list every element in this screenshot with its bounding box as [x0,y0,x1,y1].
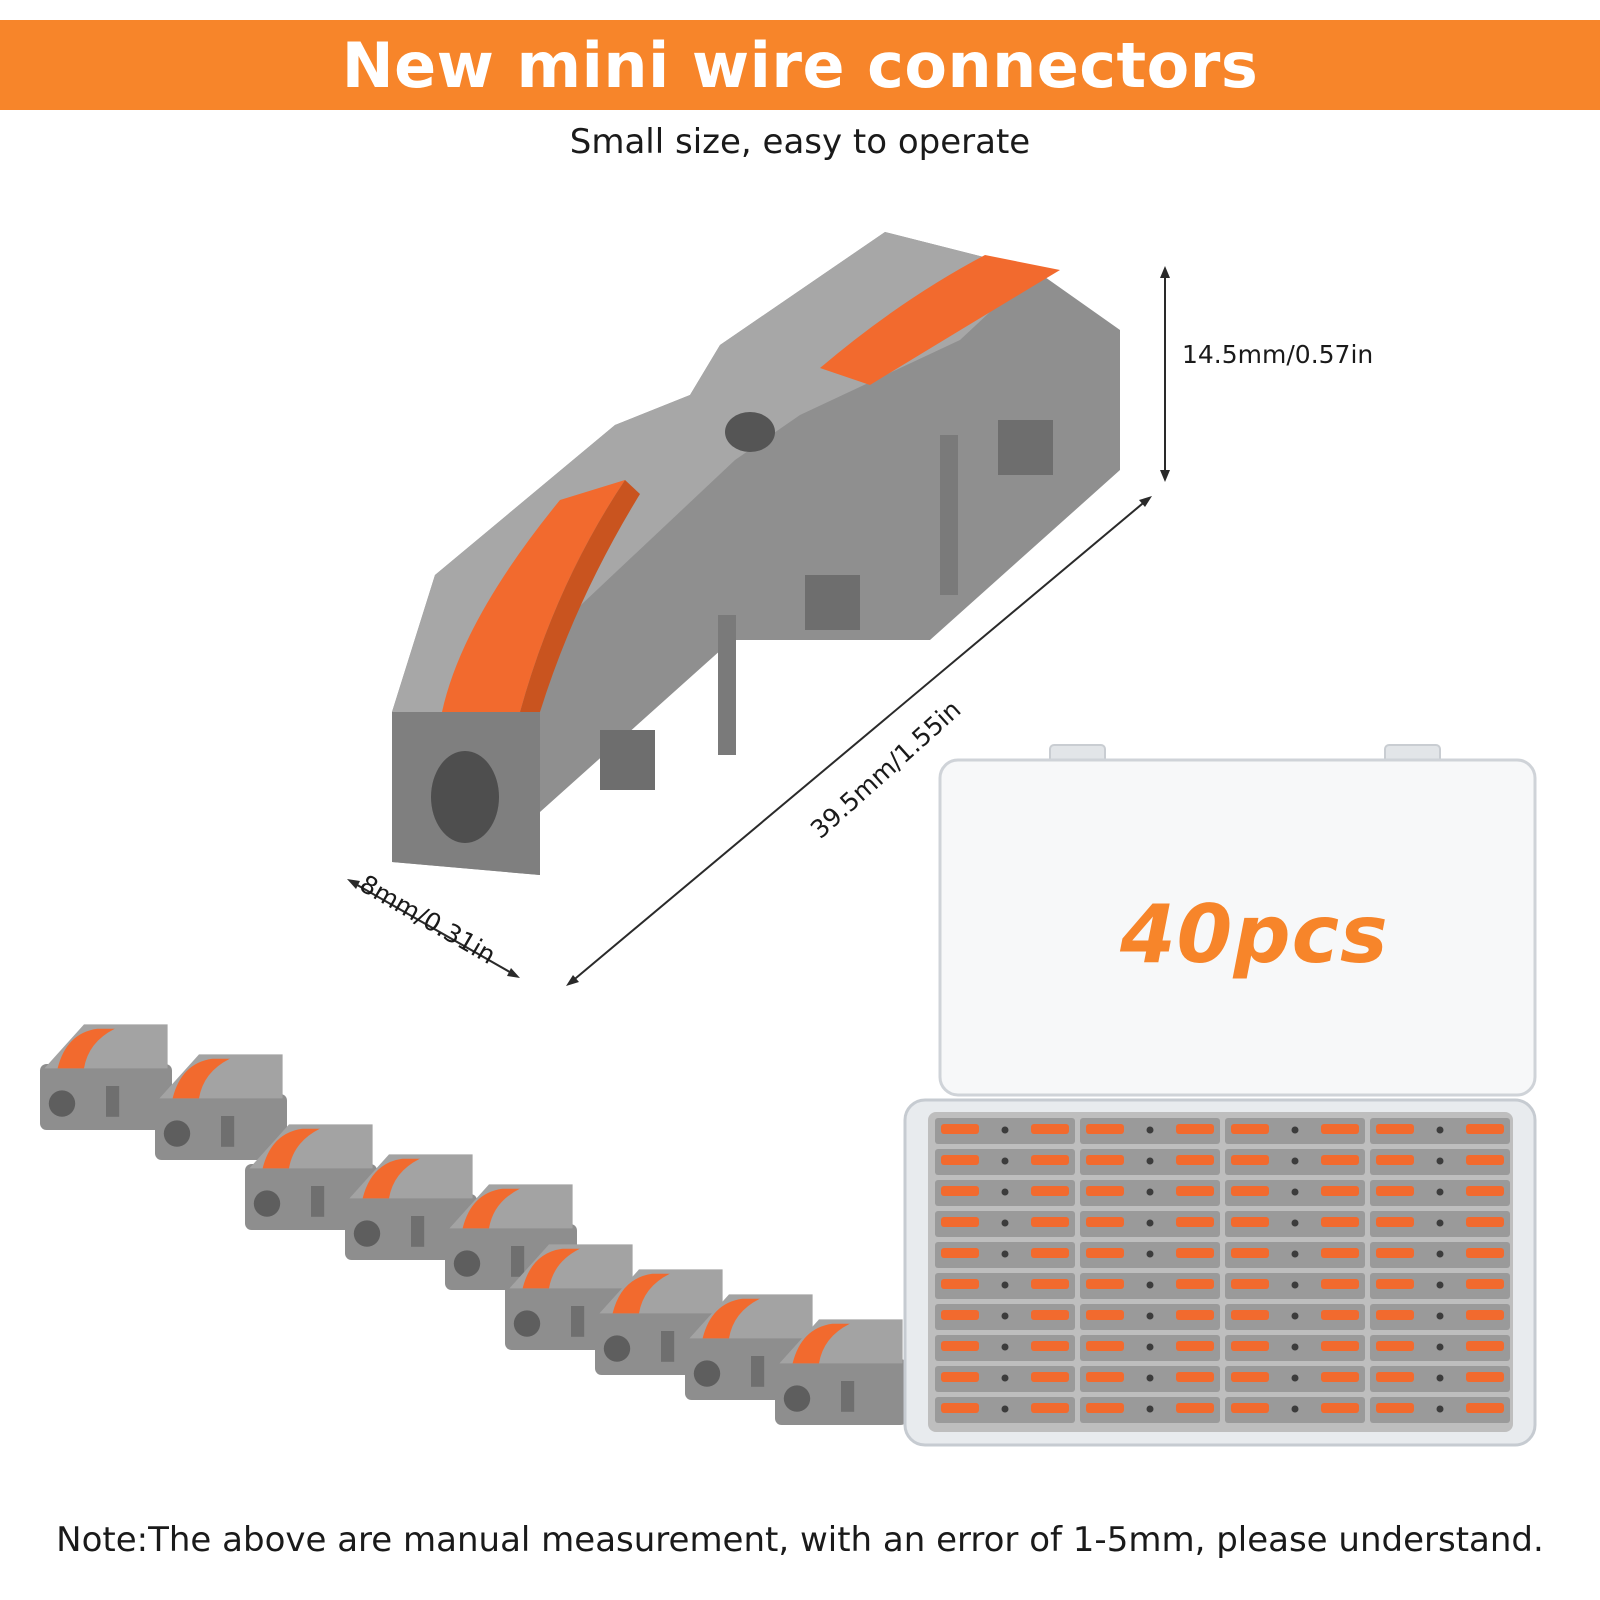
box-connector [1370,1273,1510,1299]
box-connector [1370,1366,1510,1392]
measurement-note: Note:The above are manual measurement, w… [56,1520,1544,1560]
box-connector [1080,1242,1220,1268]
box-connector [935,1180,1075,1206]
box-connector [935,1304,1075,1330]
box-connector [1225,1335,1365,1361]
box-connector [935,1211,1075,1237]
box-connector [1225,1180,1365,1206]
dimension-lines [347,266,1170,986]
box-connector [1080,1397,1220,1423]
page-title: New mini wire connectors [341,28,1259,102]
box-connector [935,1273,1075,1299]
connector-main-image [392,232,1120,875]
box-connector [1370,1304,1510,1330]
box-connector [1080,1366,1220,1392]
box-connector [1080,1304,1220,1330]
box-connector [1225,1118,1365,1144]
box-connector [935,1335,1075,1361]
box-connector [935,1366,1075,1392]
height-dimension-label: 14.5mm/0.57in [1182,340,1374,369]
box-connector [1080,1335,1220,1361]
box-connector [935,1118,1075,1144]
box-connector [1080,1211,1220,1237]
box-connector [1080,1273,1220,1299]
box-connector [1225,1211,1365,1237]
box-connector [1370,1242,1510,1268]
box-connector [1225,1242,1365,1268]
box-connector [1225,1273,1365,1299]
box-connector [935,1149,1075,1175]
title-banner: New mini wire connectors [0,20,1600,110]
pcs-count-label: 40pcs [1120,888,1389,981]
box-connector [1370,1180,1510,1206]
box-connector [935,1242,1075,1268]
subtitle: Small size, easy to operate [569,122,1031,162]
connector-2-way-image [40,1024,287,1160]
box-connector [1080,1180,1220,1206]
box-connector [1370,1335,1510,1361]
box-connector [935,1397,1075,1423]
box-connector [1225,1366,1365,1392]
box-connector [1080,1118,1220,1144]
box-connector [1370,1211,1510,1237]
box-connector [1080,1149,1220,1175]
connector-3-way-image [245,1124,577,1290]
box-connector [1370,1397,1510,1423]
box-connector [1225,1149,1365,1175]
box-connector [1225,1397,1365,1423]
connector-4-way-image [505,1244,907,1425]
box-connector [1370,1118,1510,1144]
box-connector [1225,1304,1365,1330]
box-connector [1370,1149,1510,1175]
